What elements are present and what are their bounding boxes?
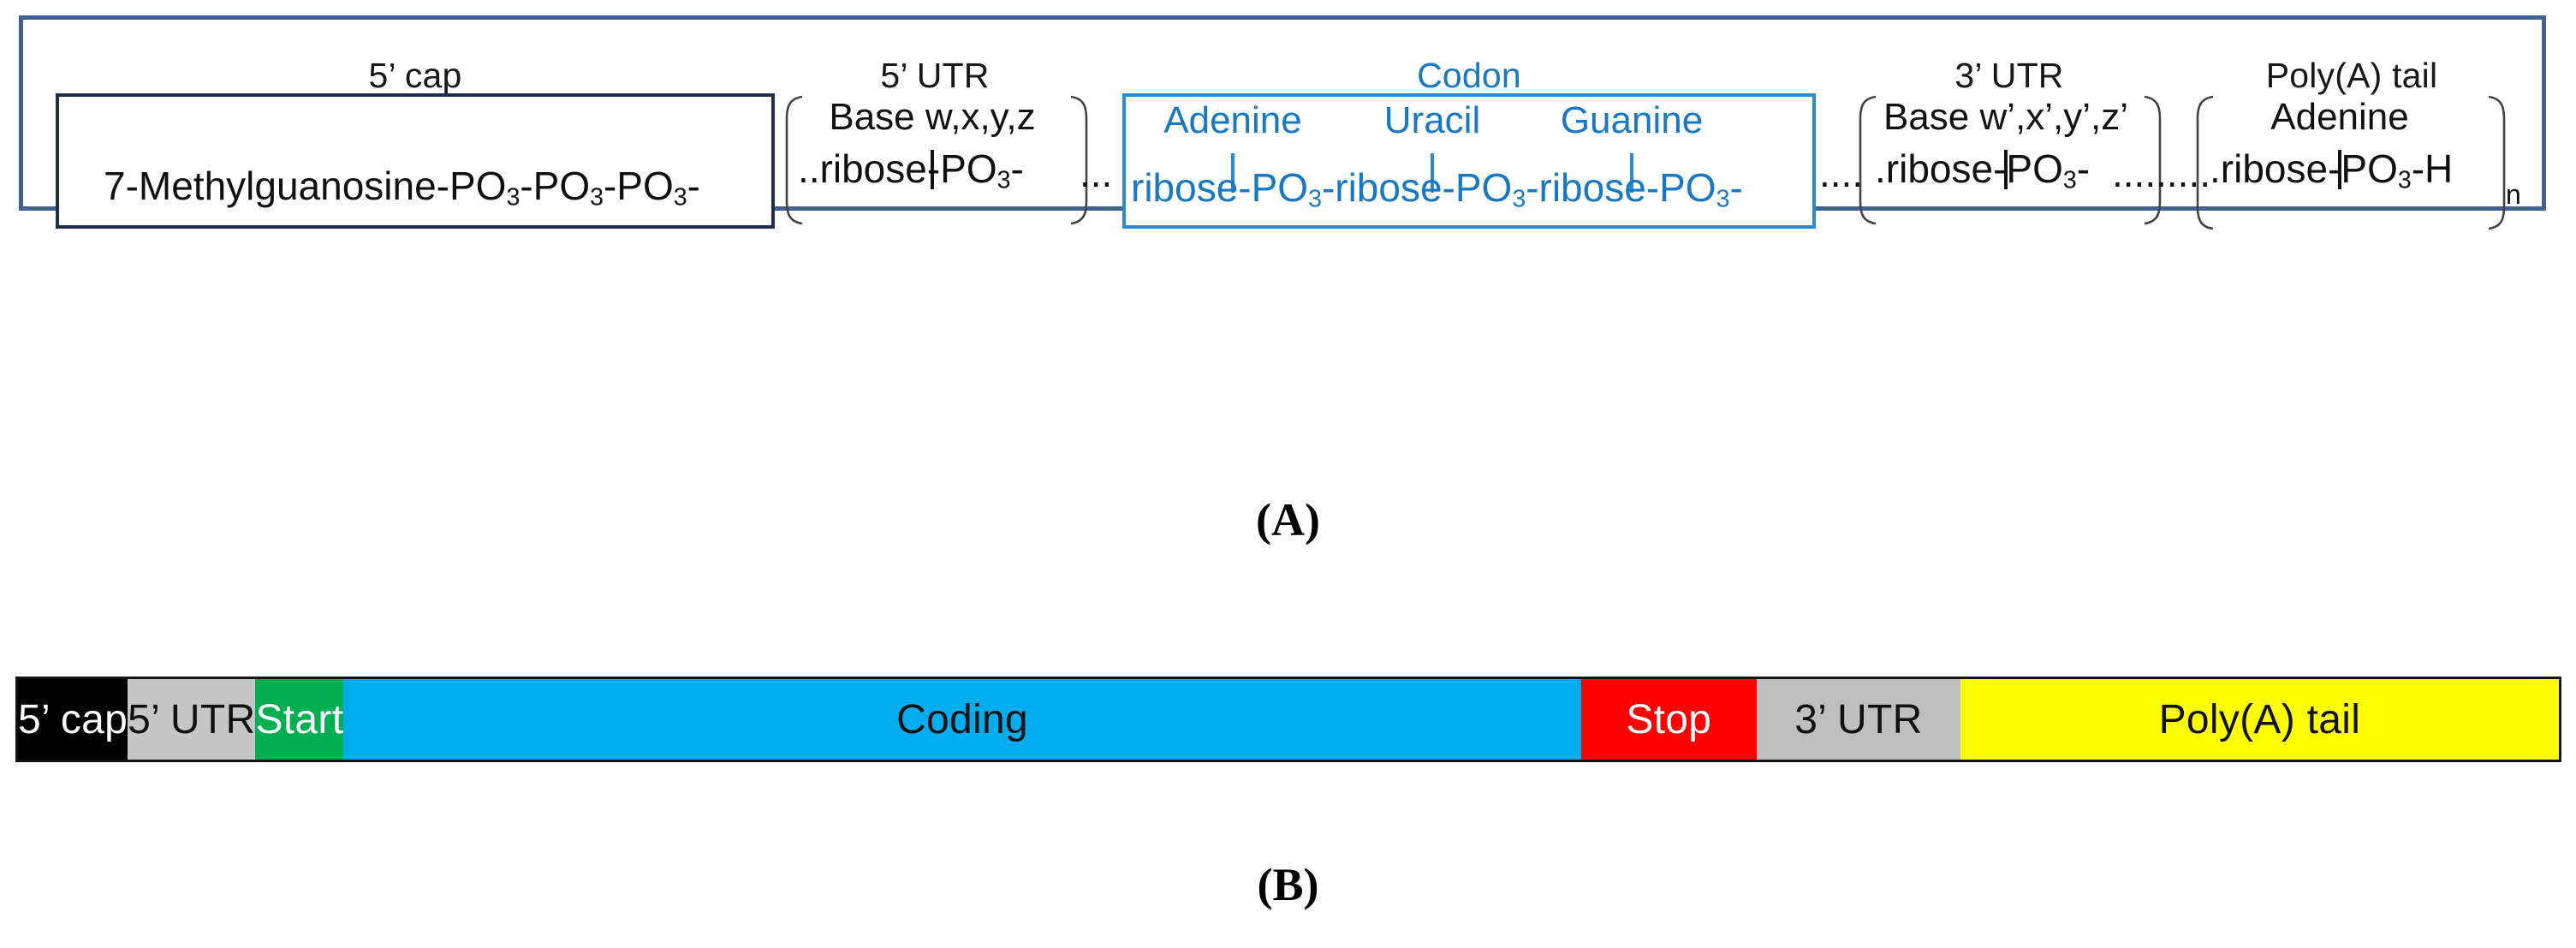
five-prime-utr-base-label: Base w,x,y,z xyxy=(829,96,1036,138)
segment-3-utr-label: 3’ UTR xyxy=(1794,696,1923,742)
five-prime-utr-base-unit: Base w,x,y,z xyxy=(804,98,1061,189)
codon-bond-line-adenine xyxy=(1231,153,1234,193)
column-label-5-utr: 5’ UTR xyxy=(880,56,990,95)
codon-base-label-adenine: Adenine xyxy=(1163,99,1302,141)
three-prime-utr-base-label: Base w’,x’,y’,z’ xyxy=(1883,96,2129,138)
segment-start-label: Start xyxy=(255,696,344,742)
codon-bond-line-uracil xyxy=(1431,153,1434,193)
poly-a-backbone: .ribose-PO3-H xyxy=(2210,146,2454,194)
three-prime-utr-trailing-dots: ......... xyxy=(2112,151,2211,195)
codon-bond-line-guanine xyxy=(1630,153,1633,193)
five-prime-cap-box: 7-Methylguanosine-PO3-PO3-PO3- xyxy=(56,93,775,229)
segment-stop-label: Stop xyxy=(1626,696,1712,742)
segment-coding[interactable]: Coding xyxy=(343,677,1581,762)
column-label-poly-a-tail: Poly(A) tail xyxy=(2265,56,2438,95)
poly-a-subscript-n: n xyxy=(2506,179,2521,210)
column-label-5-cap: 5’ cap xyxy=(368,56,462,95)
segment-5-cap[interactable]: 5’ cap xyxy=(15,677,128,762)
codon-base-label-uracil: Uracil xyxy=(1383,99,1481,141)
panel-a-frame: 5’ cap 5’ UTR Codon 3’ UTR Poly(A) tail … xyxy=(19,15,2546,230)
segment-3-utr[interactable]: 3’ UTR xyxy=(1756,677,1960,762)
poly-a-base-unit: Adenine xyxy=(2211,98,2468,189)
codon-backbone: ribose-PO3-ribose-PO3-ribose-PO3- xyxy=(1131,165,1743,213)
three-prime-utr-base-unit: Base w’,x’,y’,z’ xyxy=(1877,98,2134,189)
segment-5-utr-label: 5’ UTR xyxy=(128,696,256,742)
segment-poly-a-tail[interactable]: Poly(A) tail xyxy=(1960,677,2561,762)
segment-start[interactable]: Start xyxy=(255,677,344,762)
panel-b-linear-map: 5’ cap 5’ UTR Start Coding Stop 3’ UTR P… xyxy=(15,677,2561,762)
poly-a-base-label: Adenine xyxy=(2270,96,2409,138)
panel-b-letter: (B) xyxy=(1257,859,1319,910)
segment-stop[interactable]: Stop xyxy=(1580,677,1757,762)
poly-a-bond-line xyxy=(2338,150,2341,189)
five-prime-utr-trailing-dots: ... xyxy=(1080,151,1113,195)
three-prime-utr-backbone: .ribose-PO3- xyxy=(1875,146,2091,194)
three-prime-utr-bond-line xyxy=(2004,150,2008,189)
column-label-codon: Codon xyxy=(1417,56,1521,95)
cap-chemical-formula: 7-Methylguanosine-PO3-PO3-PO3- xyxy=(104,163,700,211)
segment-poly-a-tail-label: Poly(A) tail xyxy=(2158,696,2361,742)
codon-base-unit-guanine: Guanine xyxy=(1533,102,1730,193)
segment-coding-label: Coding xyxy=(896,696,1028,742)
codon-base-unit-uracil: Uracil xyxy=(1334,102,1531,193)
codon-trailing-dots: .... xyxy=(1819,151,1864,195)
segment-5-cap-label: 5’ cap xyxy=(18,696,128,742)
codon-base-label-guanine: Guanine xyxy=(1560,99,1704,141)
poly-a-right-bracket xyxy=(2487,95,2509,230)
codon-base-unit-adenine: Adenine xyxy=(1134,102,1331,193)
segment-5-utr[interactable]: 5’ UTR xyxy=(128,677,256,762)
five-prime-utr-bond-line xyxy=(931,150,934,189)
panel-a-letter: (A) xyxy=(1256,494,1320,546)
column-label-3-utr: 3’ UTR xyxy=(1954,56,2064,95)
five-prime-utr-backbone: ..ribose-PO3- xyxy=(798,146,1024,194)
codon-box: Adenine Uracil Guanine ribose-PO3-ribose… xyxy=(1122,93,1816,229)
